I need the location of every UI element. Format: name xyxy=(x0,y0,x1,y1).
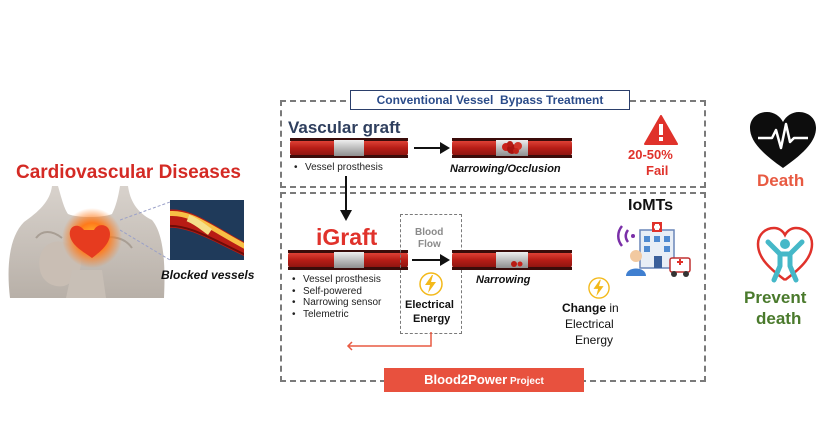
conventional-header: Conventional Vessel Bypass Treatment xyxy=(350,90,630,110)
conventional-bullets: Vessel prosthesis xyxy=(294,162,383,174)
prevent-label-1: Prevent xyxy=(744,288,807,307)
occlusion-label: Narrowing/Occlusion xyxy=(450,163,561,175)
fail-word: Fail xyxy=(646,163,669,178)
vessel-narrowing xyxy=(452,250,572,270)
project-small: Project xyxy=(507,376,544,387)
igraft-title: iGraft xyxy=(316,224,378,250)
igraft-bullet: Self-powered xyxy=(292,286,381,298)
iomt-illustration xyxy=(617,222,691,277)
blocked-vessel-inset xyxy=(170,200,244,260)
conventional-bullet: Vessel prosthesis xyxy=(294,162,383,174)
feedback-arrow xyxy=(346,332,432,351)
narrowing-label: Narrowing xyxy=(476,274,531,286)
fail-percentage: 20-50% xyxy=(628,147,673,162)
prevent-label-2: death xyxy=(756,309,802,328)
inset-connector xyxy=(120,201,171,261)
arrow-right-conventional xyxy=(414,142,450,154)
blood-flow-label-1: Blood xyxy=(415,227,444,238)
lightning-icon-change xyxy=(588,277,610,299)
cvd-title: Cardiovascular Diseases xyxy=(16,162,241,183)
conventional-header-text: Conventional Vessel Bypass Treatment xyxy=(376,93,604,107)
change-bold: Change xyxy=(562,301,607,315)
vessel-graft-conventional xyxy=(290,138,408,158)
electrical-energy-label-2: Energy xyxy=(413,313,451,325)
heart-person-icon xyxy=(756,226,814,283)
vessel-igraft xyxy=(288,250,408,270)
project-label: Blood2Power Project xyxy=(384,368,584,392)
vessel-occluded xyxy=(452,138,572,158)
arrow-right-igraft xyxy=(412,254,450,266)
project-main: Blood2Power xyxy=(424,372,508,387)
blood-flow-label-2: Flow xyxy=(418,239,441,250)
heart-ecg-icon xyxy=(750,112,816,168)
warning-icon xyxy=(644,115,678,145)
lightning-icon xyxy=(419,272,443,296)
change-line-1: Change in xyxy=(562,301,619,315)
iomt-label: IoMTs xyxy=(628,197,674,214)
igraft-bullet: Vessel prosthesis xyxy=(292,274,381,286)
igraft-bullet: Narrowing sensor xyxy=(292,297,381,309)
arrow-down xyxy=(340,176,352,221)
change-line-2: Electrical xyxy=(565,317,614,331)
vascular-graft-title: Vascular graft xyxy=(288,118,401,137)
change-line-3: Energy xyxy=(575,333,614,347)
blocked-vessels-caption: Blocked vessels xyxy=(161,268,255,282)
igraft-bullets: Vessel prosthesis Self-powered Narrowing… xyxy=(292,274,381,320)
electrical-energy-label-1: Electrical xyxy=(405,299,454,311)
change-rest: in xyxy=(606,301,619,315)
chest-pain-illustration xyxy=(8,186,165,298)
death-label: Death xyxy=(757,171,805,190)
igraft-bullet: Telemetric xyxy=(292,309,381,321)
